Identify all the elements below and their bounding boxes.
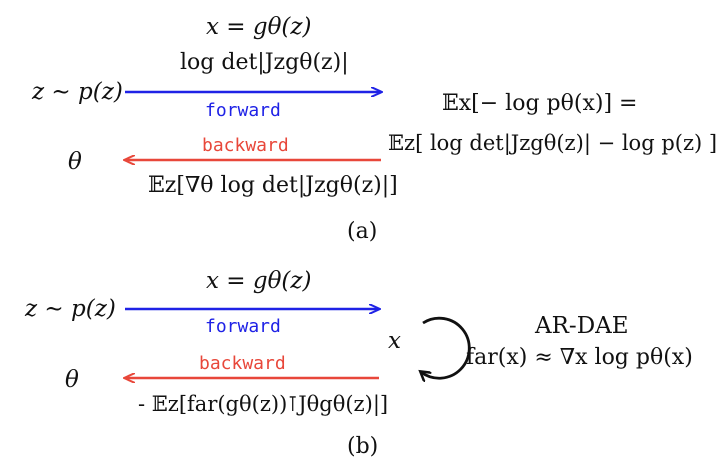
panel-b-grad-expression: - 𝔼z[far(gθ(z))⊺Jθgθ(z)|] bbox=[138, 392, 389, 416]
panel-a-z-sample: z ∼ p(z) bbox=[32, 79, 123, 105]
panel-a-backward-label: backward bbox=[202, 135, 289, 156]
panel-a-rhs-line1: 𝔼x[− log pθ(x)] = bbox=[442, 91, 638, 116]
panel-a-rhs-line2: 𝔼z[ log det|Jzgθ(z)| − log p(z) ] bbox=[388, 131, 718, 155]
panel-b-forward-label: forward bbox=[205, 316, 281, 337]
ardae-title: AR-DAE bbox=[535, 313, 629, 339]
ardae-expression: far(x) ≈ ∇x log pθ(x) bbox=[466, 345, 693, 370]
panel-a-top-equation: x = gθ(z) bbox=[206, 14, 312, 40]
panel-b-x-variable: x bbox=[388, 328, 401, 354]
panel-a-theta: θ bbox=[68, 149, 82, 175]
panel-b-z-sample: z ∼ p(z) bbox=[25, 296, 116, 322]
panel-a-grad-expression: 𝔼z[∇θ log det|Jzgθ(z)|] bbox=[148, 173, 398, 198]
panel-a-logdet: log det|Jzgθ(z)| bbox=[180, 50, 349, 75]
panel-a-forward-label: forward bbox=[205, 100, 281, 121]
panel-b-theta: θ bbox=[65, 367, 79, 393]
ardae-loop-arrow bbox=[421, 316, 471, 378]
panel-b-top-equation: x = gθ(z) bbox=[206, 268, 312, 294]
panel-a-caption: (a) bbox=[347, 219, 378, 244]
panel-b-caption: (b) bbox=[347, 434, 379, 459]
panel-b-backward-label: backward bbox=[199, 353, 286, 374]
